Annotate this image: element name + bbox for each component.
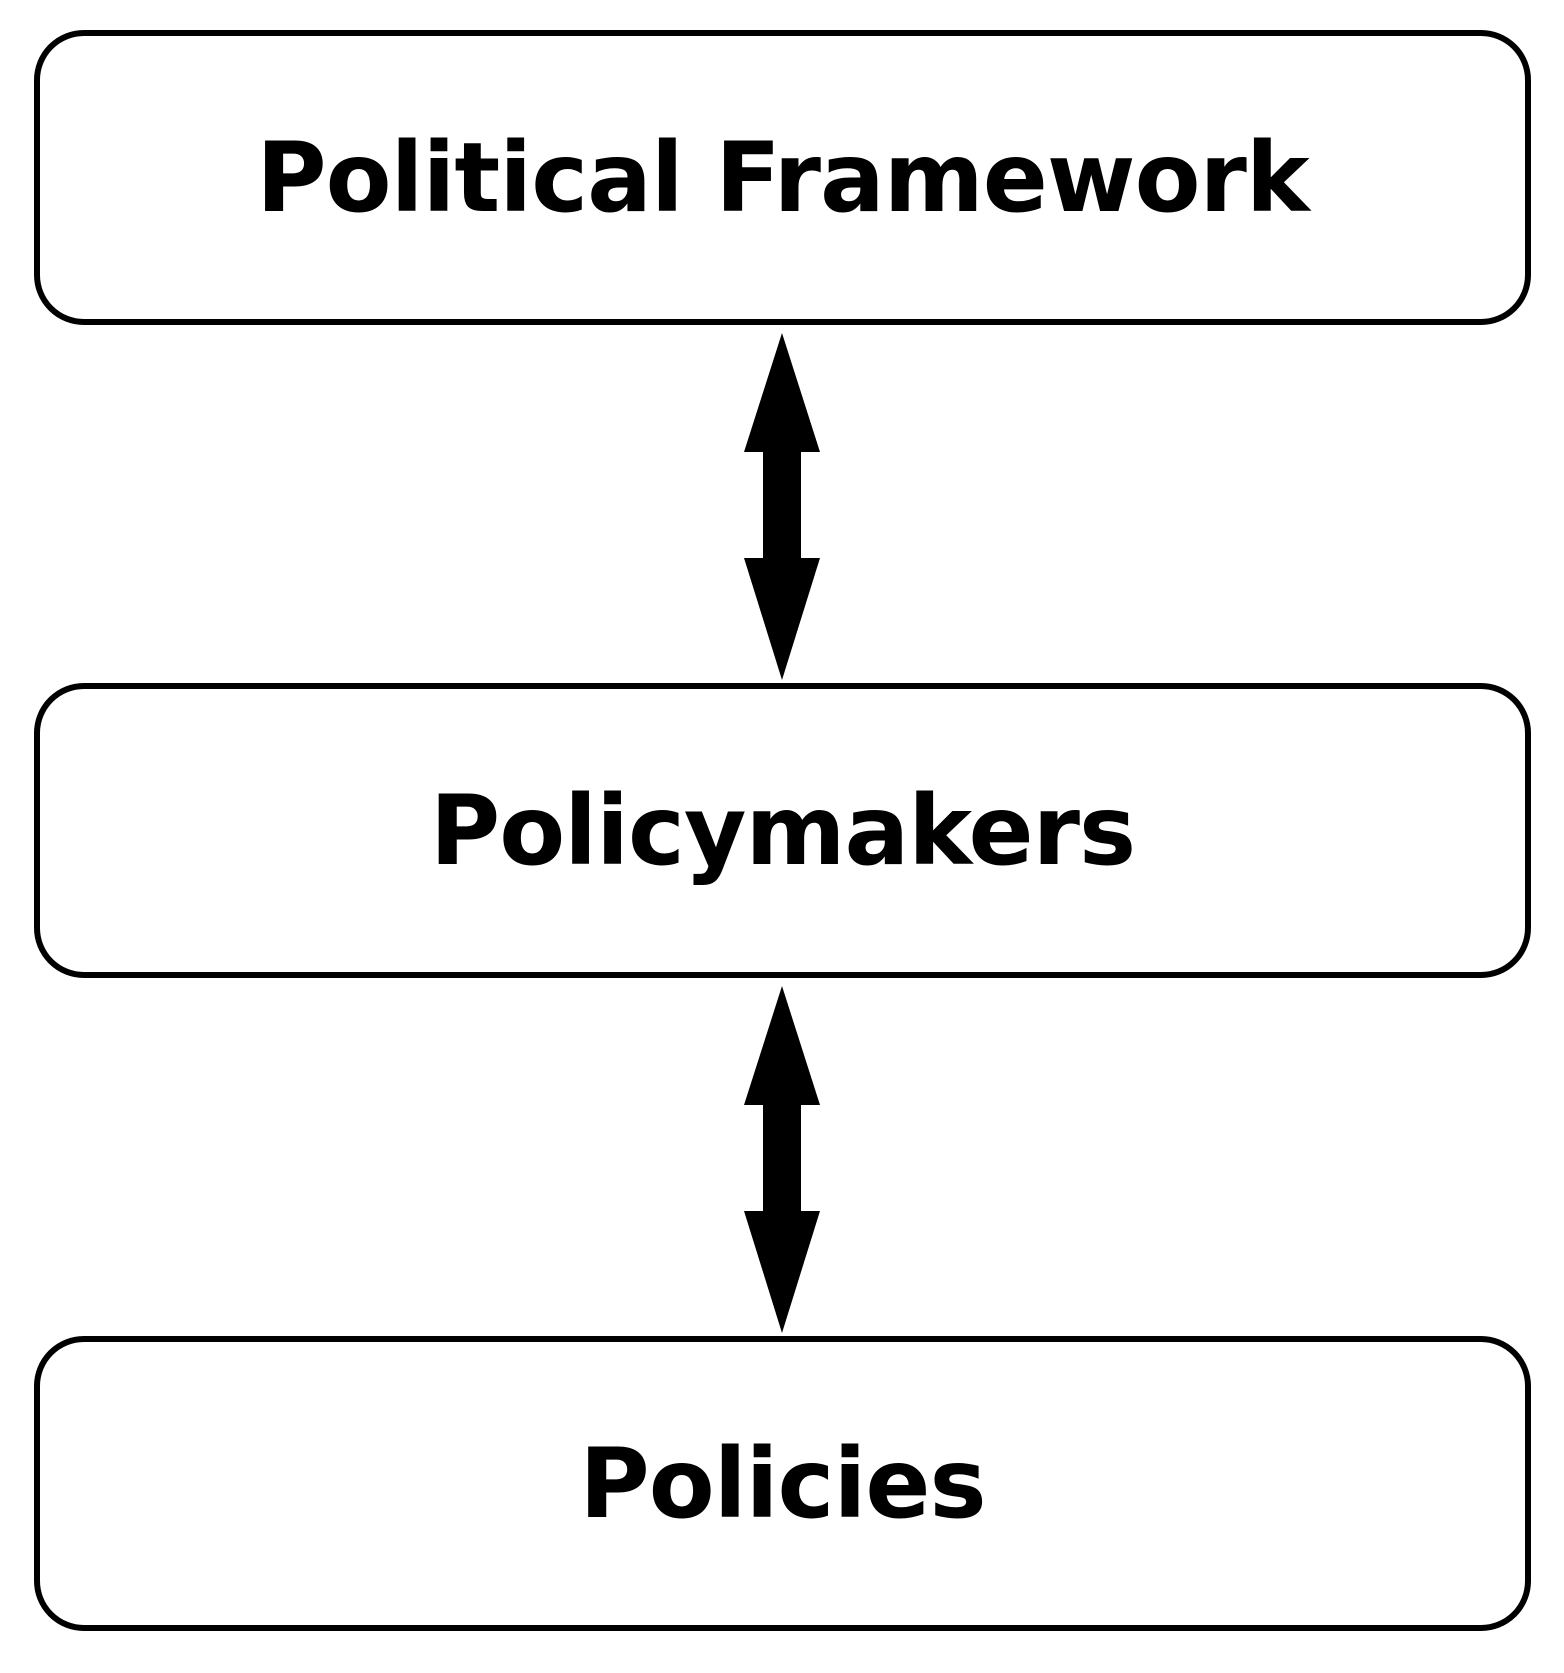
node-label: Policies [579,1427,986,1540]
arrow-shaft [763,450,801,560]
node-policies: Policies [34,1336,1531,1631]
arrowhead-up [744,986,820,1105]
arrowhead-down [744,1211,820,1333]
node-label: Political Framework [256,121,1309,234]
node-policymakers: Policymakers [34,683,1531,978]
node-label: Policymakers [429,774,1136,887]
arrow-shaft [763,1103,801,1213]
node-political-framework: Political Framework [34,30,1531,325]
arrowhead-up [744,333,820,452]
arrowhead-down [744,558,820,680]
